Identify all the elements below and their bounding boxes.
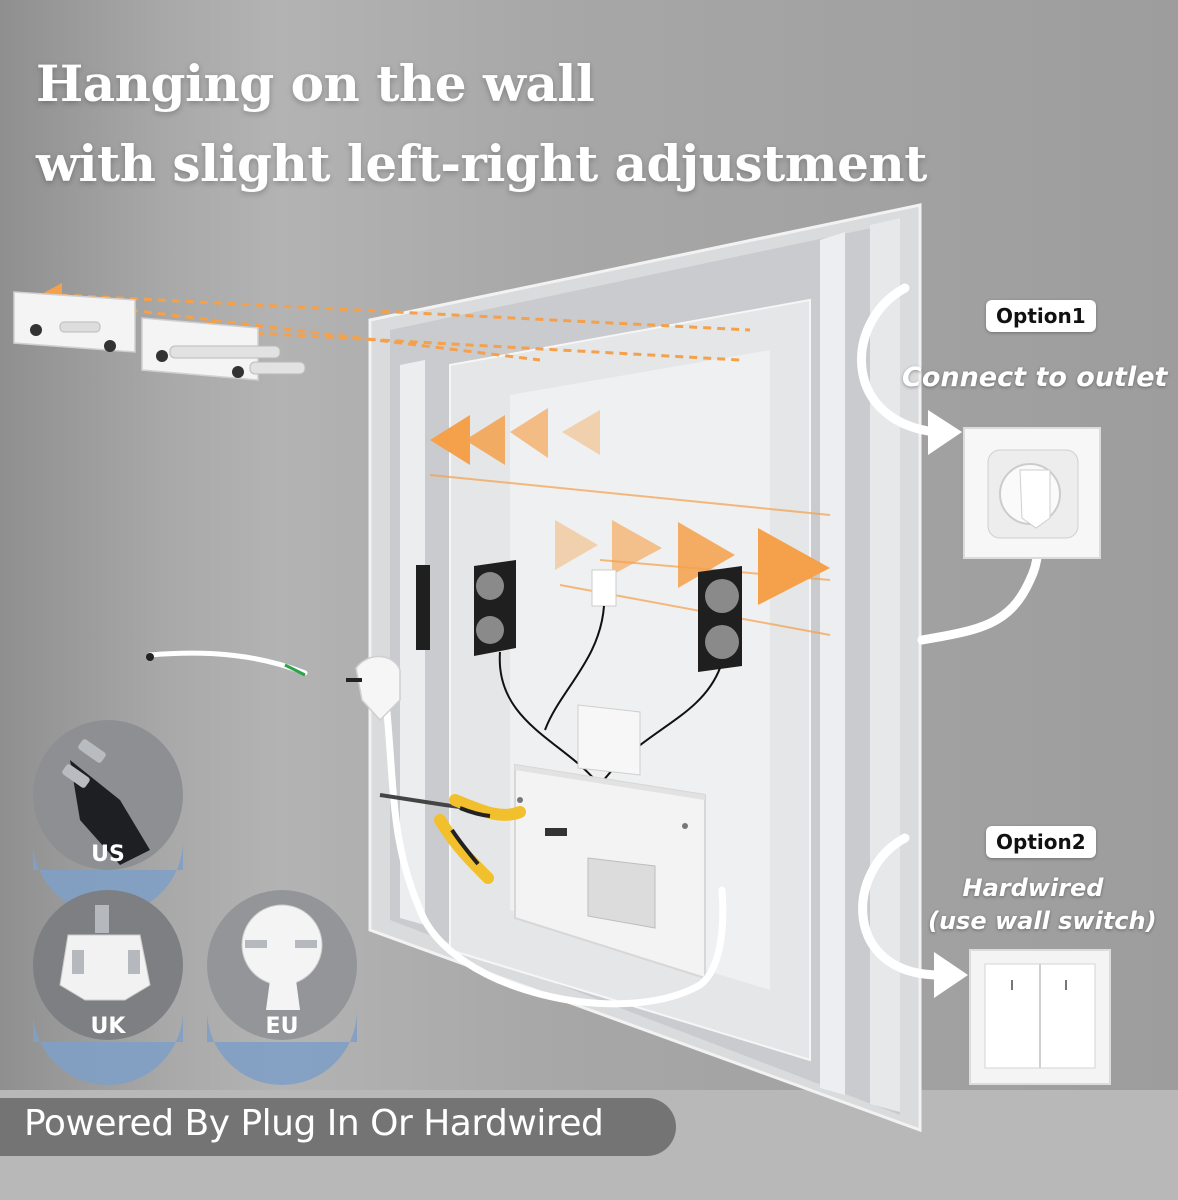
curved-arrow-option1 (857, 283, 940, 437)
option1-badge: Option1 (986, 300, 1096, 332)
option2-badge: Option2 (986, 826, 1096, 858)
speaker-left (474, 560, 516, 656)
headline-line-2: with slight left-right adjustment (36, 134, 927, 193)
wire-stripper-tool (379, 793, 526, 884)
option2-text-line-1: Hardwired (962, 874, 1104, 902)
plug-us-circle (33, 720, 183, 915)
power-control-box (514, 763, 706, 980)
footer-text: Powered By Plug In Or Hardwired (24, 1103, 604, 1144)
plug-label-eu: EU (265, 1014, 299, 1039)
plug-uk-circle (33, 890, 183, 1085)
option2-text: Hardwired (use wall switch) (928, 872, 1157, 938)
wall-outlet (963, 427, 1101, 559)
footer-banner: Powered By Plug In Or Hardwired (0, 1098, 676, 1156)
curved-arrow-option2 (858, 833, 945, 980)
bracket-guide-lines (59, 293, 751, 362)
speaker-edge (416, 565, 430, 650)
headline: Hanging on the wall with slight left-rig… (36, 44, 927, 204)
arrowhead-option1 (928, 410, 962, 455)
eu-plug-on-cable (346, 655, 401, 722)
arrows-left (430, 408, 600, 465)
frame-strip-left (400, 360, 425, 925)
option2-text-line-2: (use wall switch) (928, 907, 1157, 935)
wall-switch (969, 949, 1111, 1085)
arrowhead-option2 (934, 952, 968, 998)
plug-label-us: US (91, 842, 125, 867)
plug-eu-circle (207, 890, 357, 1085)
headline-line-1: Hanging on the wall (36, 54, 595, 113)
product-label-sticker (577, 704, 641, 776)
wall-bracket-right (141, 317, 306, 381)
arrows-right (555, 520, 830, 605)
frame-strip-right (820, 232, 845, 1095)
speaker-right (698, 566, 742, 672)
wall-bracket-left (13, 291, 136, 353)
ground-wire (284, 663, 306, 677)
junction-box (591, 569, 617, 607)
frame-strip-far-right (870, 218, 900, 1112)
plug-label-uk: UK (90, 1014, 126, 1039)
option1-text: Connect to outlet (902, 362, 1168, 393)
cable-end (146, 653, 154, 661)
